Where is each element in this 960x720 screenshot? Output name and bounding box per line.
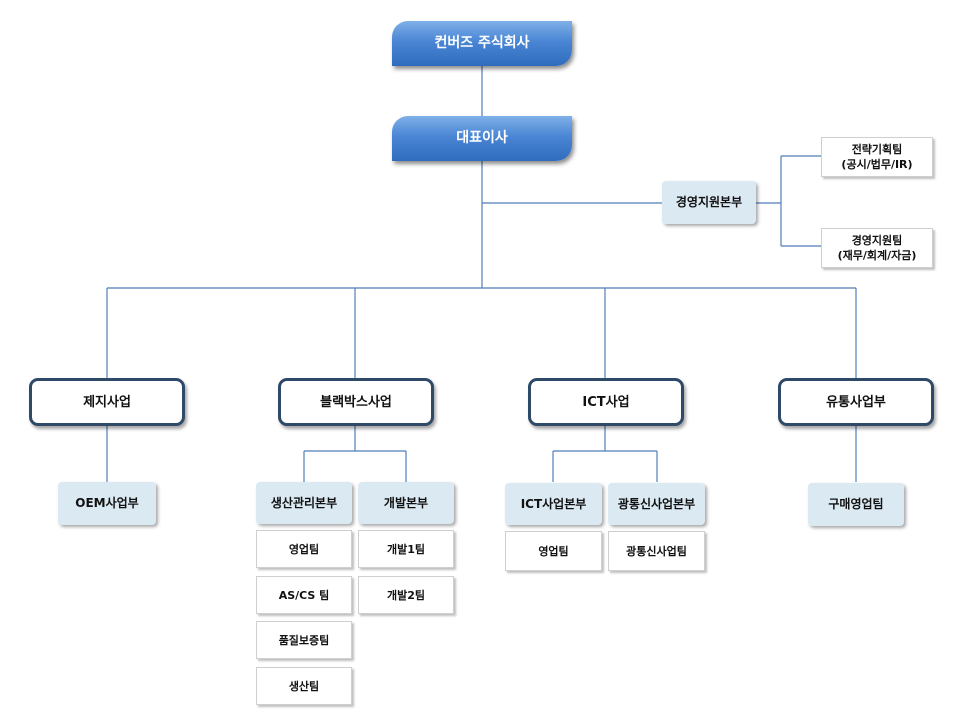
dept-label: 광통신사업본부 [617,496,696,511]
business-label: 블랙박스사업 [320,394,392,410]
team-label: 영업팀 [288,542,320,556]
strategy-team-sublabel: (공시/법무/IR) [841,158,913,171]
team-node: 생산팀 [256,667,352,705]
management-team-node: 경영지원팀 (재무/회계/자금) [821,228,933,268]
business-label: ICT사업 [582,394,630,410]
team-label: 개발2팀 [386,588,425,602]
team-node: 영업팀 [505,531,602,571]
business-node-blackbox: 블랙박스사업 [278,378,434,426]
company-label: 컨버즈 주식회사 [434,35,530,51]
team-label: 영업팀 [538,544,569,558]
dept-node-optical: 광통신사업본부 [608,483,705,525]
dept-node-ict: ICT사업본부 [505,483,602,525]
dept-label: 개발본부 [383,495,429,510]
strategy-team-label: 전략기획팀 [851,143,903,156]
dept-node-purchase-sales: 구매영업팀 [808,483,904,526]
dept-label: ICT사업본부 [520,496,587,511]
team-label: 개발1팀 [386,542,425,556]
management-team-label: 경영지원팀 [851,234,903,247]
business-label: 제지사업 [83,394,131,410]
company-node: 컨버즈 주식회사 [392,21,572,66]
support-division-node: 경영지원본부 [662,181,756,224]
dept-label: OEM사업부 [75,496,139,510]
team-node: 광통신사업팀 [608,531,705,571]
dept-label: 생산관리본부 [270,495,338,510]
ceo-node: 대표이사 [392,116,572,161]
dept-node-development: 개발본부 [358,482,454,524]
business-node-distribution: 유통사업부 [778,378,934,426]
team-label: AS/CS 팀 [278,588,330,602]
ceo-label: 대표이사 [456,130,508,146]
team-node: 품질보증팀 [256,621,352,659]
team-label: 광통신사업팀 [626,544,687,558]
team-label: 생산팀 [288,679,320,693]
team-node: 개발1팀 [358,530,454,568]
management-team-sublabel: (재무/회계/자금) [837,249,917,262]
dept-label: 구매영업팀 [828,497,884,511]
business-label: 유통사업부 [826,394,886,410]
dept-node-oem: OEM사업부 [58,482,156,525]
team-node: AS/CS 팀 [256,576,352,614]
strategy-team-node: 전략기획팀 (공시/법무/IR) [821,137,933,177]
dept-node-production: 생산관리본부 [256,482,352,524]
team-node: 개발2팀 [358,576,454,614]
team-label: 품질보증팀 [278,633,330,647]
team-node: 영업팀 [256,530,352,568]
support-division-label: 경영지원본부 [675,195,743,209]
business-node-ict: ICT사업 [528,378,684,426]
business-node-paper: 제지사업 [29,378,185,426]
